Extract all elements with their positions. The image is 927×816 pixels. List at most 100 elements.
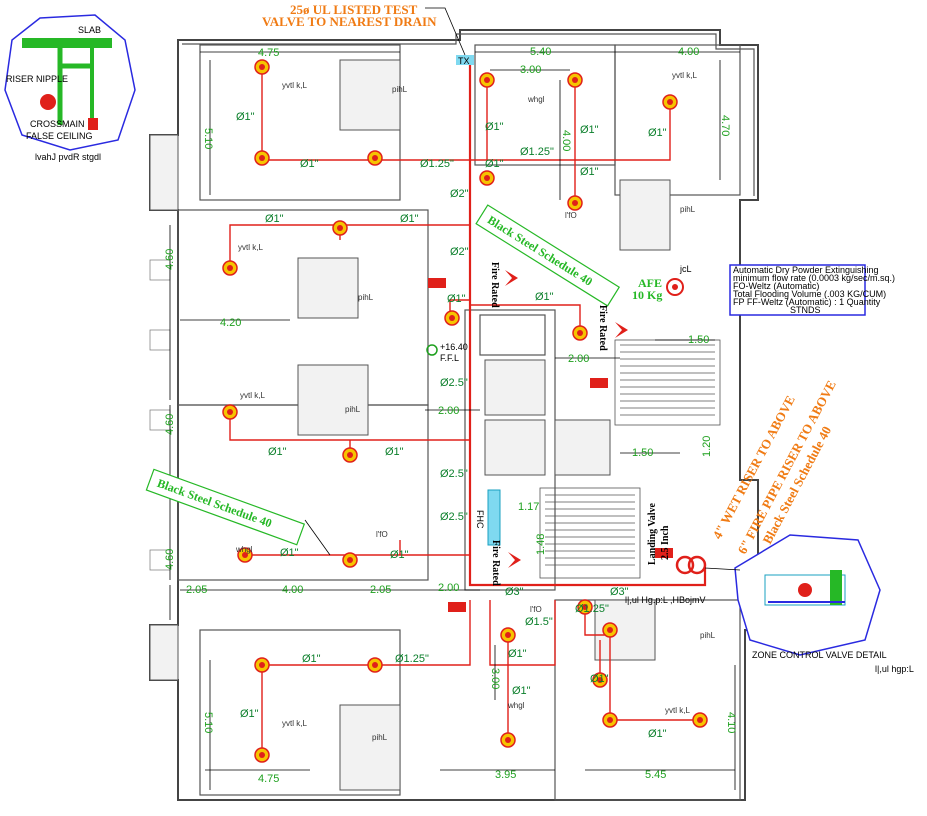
level-ref: F.F.L [440, 353, 459, 363]
sprinkler-head [254, 657, 270, 673]
pipe-size-label: Ø1" [240, 708, 259, 720]
false-ceiling-label: FALSE CEILING [26, 131, 93, 141]
dim-top-mid-sub: 3.00 [520, 64, 541, 76]
room-label: whgl [527, 95, 545, 104]
test-valve-marker [456, 55, 474, 65]
pipe-size-label: Ø1" [535, 291, 554, 303]
dim-stair-height: 1.20 [701, 436, 713, 457]
dim-top-right-width: 4.00 [678, 46, 699, 58]
test-valve-tag: TX [458, 56, 470, 66]
sprinkler-head [479, 72, 495, 88]
room-label: whgl [507, 701, 525, 710]
sprinkler-head [237, 547, 253, 563]
legend-line-1: Automatic Dry Powder Extinguishing [733, 265, 879, 275]
dim-bottom-right-height: 4.10 [725, 712, 737, 733]
pipe-size-label: Ø1" [485, 158, 504, 170]
dimension-lines [169, 51, 740, 790]
room-label: l'fO [530, 605, 542, 614]
dim-bottom-left-width: 4.75 [258, 773, 279, 785]
room-label: pihL [372, 733, 388, 742]
pipe-size-label: Ø2.5" [440, 377, 468, 389]
pipe-size-label: Ø1" [265, 213, 284, 225]
dim-top-mid-width: 5.40 [530, 46, 551, 58]
fire-rated-label: Fire Rated [489, 262, 500, 308]
note-line-1: 25ø UL LISTED TEST [290, 2, 418, 17]
dim-top-left-width: 4.75 [258, 47, 279, 59]
pipe-size-label: Ø1" [400, 213, 419, 225]
fire-hose-cabinet [487, 489, 501, 546]
dim-bottom-w3: 2.05 [370, 584, 391, 596]
afe-block: AFE 10 Kg jcL [632, 264, 692, 302]
sprinkler-head [332, 220, 348, 236]
dim-landing-2: 1.48 [535, 534, 547, 555]
pipe-size-label: Ø1" [385, 446, 404, 458]
dim-bottom-left-height: 5.10 [202, 712, 214, 733]
pipe-size-labels: Ø1" Ø1" Ø1.25" Ø1" Ø1.25" Ø1" Ø1" Ø1" Ø1… [236, 111, 667, 740]
dim-bottom-w2: 4.00 [282, 584, 303, 596]
sprinkler-head [222, 260, 238, 276]
riser-detail: SLAB RISER NIPPLE CROSSMAIN FALSE CEILIN… [4, 14, 136, 162]
dim-stair-width: 1.50 [688, 334, 709, 346]
dim-corridor-3: 2.00 [438, 582, 459, 594]
sprinkler-head [342, 447, 358, 463]
room-label: pihL [680, 205, 696, 214]
extinguisher-marker [448, 602, 466, 612]
sprinkler-head [254, 747, 270, 763]
pipe-size-label: Ø2.5" [440, 468, 468, 480]
pipe-size-label: Ø1.25" [420, 158, 454, 170]
pipe-size-label: Ø3" [610, 586, 629, 598]
dim-right-height-top: 4.70 [719, 115, 731, 136]
sprinkler-head [567, 72, 583, 88]
pipe-size-label: Ø1" [268, 446, 287, 458]
pipe-size-label: Ø1" [580, 124, 599, 136]
level-marker-icon [426, 344, 438, 356]
dim-bottom-w1: 2.05 [186, 584, 207, 596]
sprinkler-head [444, 310, 460, 326]
fire-equipment [426, 55, 707, 612]
pipe-size-label: Ø1" [447, 293, 466, 305]
room-label: pihL [392, 85, 408, 94]
pipe-size-label: Ø1" [302, 653, 321, 665]
riser-6-inch [675, 555, 695, 575]
room-label: l'fO [376, 530, 388, 539]
fire-rated-door-icon [505, 270, 518, 286]
room-label: pihL [345, 405, 361, 414]
level-marker: +16.40 F.F.L [440, 342, 468, 363]
black-steel-callout-left: Black Steel Schedule 40 [145, 468, 331, 556]
extinguisher-marker [428, 278, 446, 288]
pipe-size-label: Ø1" [648, 728, 667, 740]
landing-valve-label: Landing Valve 2.5 Inch [647, 502, 671, 565]
legend-box: Automatic Dry Powder Extinguishing minim… [729, 264, 895, 316]
sprinkler-head [572, 325, 588, 341]
test-valve-note: 25ø UL LISTED TEST VALVE TO NEAREST DRAI… [262, 2, 470, 66]
sprinkler-heads [222, 59, 708, 763]
pipe-size-label: Ø1.25" [575, 603, 609, 615]
pipe-size-label: Ø1" [390, 549, 409, 561]
dim-corridor-2: 2.00 [438, 405, 459, 417]
fire-rated-door-icon [508, 552, 521, 568]
pipe-size-label: Ø1" [485, 121, 504, 133]
legend-line-3: FO-Weltz (Automatic) [733, 281, 819, 291]
stair-lower [539, 487, 641, 579]
fire-rated-labels: Fire Rated Fire Rated Fire Rated FHC [475, 262, 608, 586]
zone-control-detail: ZONE CONTROL VALVE DETAIL l|,ul hgp:L [704, 534, 914, 674]
legend-line-4: Total Flooding Volume (.003 KG/CUM) [733, 289, 886, 299]
fire-rated-label: Fire Rated [490, 540, 501, 586]
fire-rated-label: Fire Rated [597, 305, 608, 351]
afe-label: AFE [638, 276, 662, 290]
sprinkler-head [222, 404, 238, 420]
afe-tag: jcL [679, 264, 692, 274]
crossmain-label: CROSSMAIN [30, 119, 85, 129]
riser-location-caption: l|,ul Hg.p:L ,HBojmV [625, 595, 706, 605]
legend-line-5: FP FF-Weltz (Automatic) : 1 Quantity [733, 297, 881, 307]
sprinkler-head [342, 552, 358, 568]
pipe-size-label: Ø1" [580, 166, 599, 178]
black-steel-label: Black Steel Schedule 40 [155, 476, 274, 531]
sprinkler-head [602, 712, 618, 728]
pipe-size-label: Ø1.25" [520, 146, 554, 158]
sprinkler-head [479, 170, 495, 186]
dim-landing-1: 1.17 [518, 501, 539, 513]
afe-extinguisher-icon [666, 278, 684, 296]
sprinkler-head [692, 712, 708, 728]
